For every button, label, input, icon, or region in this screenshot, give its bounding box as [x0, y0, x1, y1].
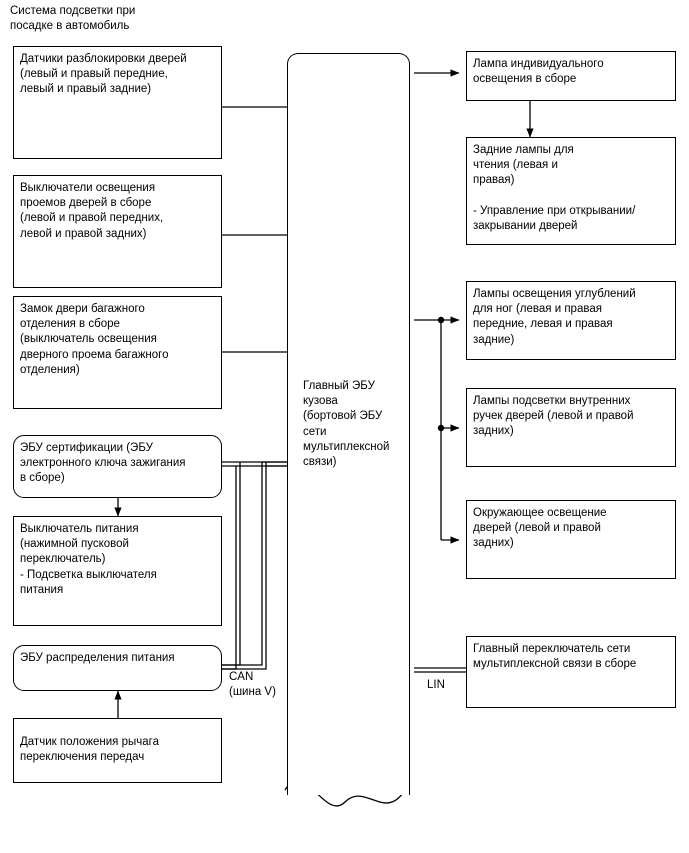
diagram-title: Система подсветки при посадке в автомоби… [10, 5, 136, 32]
node-main-body-ecu [287, 53, 410, 795]
node-power-switch: Выключатель питания (нажимной пусковой п… [13, 516, 222, 626]
node-inner-door-handle-lamps: Лампы подсветки внутренних ручек дверей … [466, 388, 676, 467]
can-bus-label: CAN (шина V) [229, 671, 276, 699]
node-footwell-lamps: Лампы освещения углублений для ног (лева… [466, 281, 676, 360]
node-rear-reading-lamps: Задние лампы для чтения (левая и правая)… [466, 137, 676, 245]
node-door-ambient-lighting: Окружающее освещение дверей (левой и пра… [466, 500, 676, 579]
lin-bus-label: LIN [427, 679, 445, 691]
node-certification-ecu: ЭБУ сертификации (ЭБУ электронного ключа… [13, 435, 222, 498]
node-shift-lever-sensor: Датчик положения рычага переключения пер… [13, 718, 222, 783]
node-door-unlock-sensors: Датчики разблокировки дверей (левый и пр… [13, 46, 222, 159]
node-main-body-ecu-label: Главный ЭБУ кузова (бортовой ЭБУ сети му… [303, 380, 390, 469]
node-door-courtesy-switches: Выключатели освещения проемов дверей в с… [13, 175, 222, 288]
node-power-distribution-ecu: ЭБУ распределения питания [13, 645, 222, 691]
node-luggage-door-lock: Замок двери багажного отделения в сборе … [13, 296, 222, 409]
node-personal-lamp: Лампа индивидуального освещения в сборе [466, 51, 676, 101]
node-main-network-switch: Главный переключатель сети мультиплексно… [466, 636, 676, 708]
